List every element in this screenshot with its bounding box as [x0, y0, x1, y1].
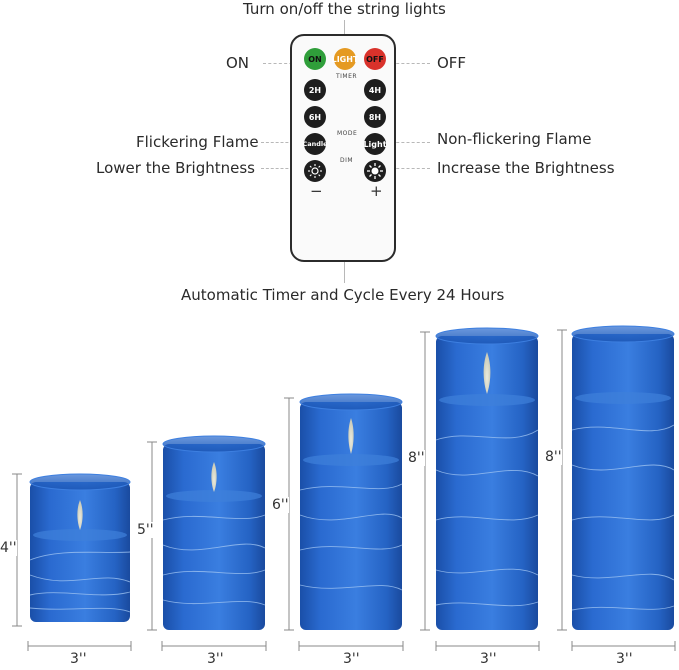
- candle-1-width: 3'': [70, 651, 87, 667]
- timer-4h-button[interactable]: 4H: [364, 79, 386, 101]
- candle-5-width: 3'': [616, 651, 633, 667]
- leader-line-flicker: [261, 142, 303, 144]
- leader-line-increase: [386, 168, 430, 170]
- sun-small-icon: [308, 164, 322, 178]
- candle-3-height: 6'': [272, 497, 289, 513]
- timer-2h-button[interactable]: 2H: [304, 79, 326, 101]
- width-dimension-lines: [27, 641, 676, 651]
- leader-line-bottom: [344, 245, 345, 283]
- light-mode-button[interactable]: Light: [363, 133, 387, 155]
- candle-1: [29, 473, 131, 622]
- timer-6h-button[interactable]: 6H: [304, 106, 326, 128]
- candle-1-height: 4'': [0, 540, 17, 556]
- candle-4-width: 3'': [480, 651, 497, 667]
- candle-2: [162, 435, 266, 630]
- annotation-top: Turn on/off the string lights: [243, 0, 446, 18]
- leader-line-off: [386, 63, 430, 65]
- sun-large-icon: [367, 163, 383, 179]
- dim-up-button[interactable]: [364, 160, 386, 182]
- timer-label: TIMER: [336, 73, 358, 80]
- annotation-flickering: Flickering Flame: [136, 133, 259, 151]
- minus-symbol: −: [310, 182, 323, 200]
- light-button[interactable]: LIGHT: [332, 48, 358, 70]
- annotation-increase-brightness: Increase the Brightness: [437, 159, 615, 177]
- leader-line-nonflicker: [386, 142, 430, 144]
- annotation-on: ON: [226, 54, 250, 72]
- dim-down-button[interactable]: [304, 160, 326, 182]
- leader-line-lower: [261, 168, 303, 170]
- annotation-non-flickering: Non-flickering Flame: [437, 130, 592, 148]
- candle-4-height: 8'': [408, 450, 425, 466]
- candle-mode-button[interactable]: Candle: [302, 133, 328, 155]
- annotation-off: OFF: [437, 54, 467, 72]
- candle-4: [435, 327, 539, 630]
- candle-3-width: 3'': [343, 651, 360, 667]
- off-button[interactable]: OFF: [364, 48, 386, 70]
- dim-label: DIM: [340, 157, 354, 164]
- remote-control: ON LIGHT OFF TIMER 2H 4H 6H 8H MODE Cand…: [290, 34, 396, 262]
- candle-2-width: 3'': [207, 651, 224, 667]
- timer-8h-button[interactable]: 8H: [364, 106, 386, 128]
- plus-symbol: +: [370, 182, 383, 200]
- on-button[interactable]: ON: [304, 48, 326, 70]
- mode-label: MODE: [337, 130, 358, 137]
- candle-5: [571, 325, 675, 630]
- candle-3: [299, 393, 403, 630]
- annotation-bottom: Automatic Timer and Cycle Every 24 Hours: [181, 286, 505, 304]
- candle-5-height: 8'': [545, 449, 562, 465]
- leader-line-on: [263, 63, 303, 65]
- candle-2-height: 5'': [137, 522, 154, 538]
- annotation-lower-brightness: Lower the Brightness: [96, 159, 255, 177]
